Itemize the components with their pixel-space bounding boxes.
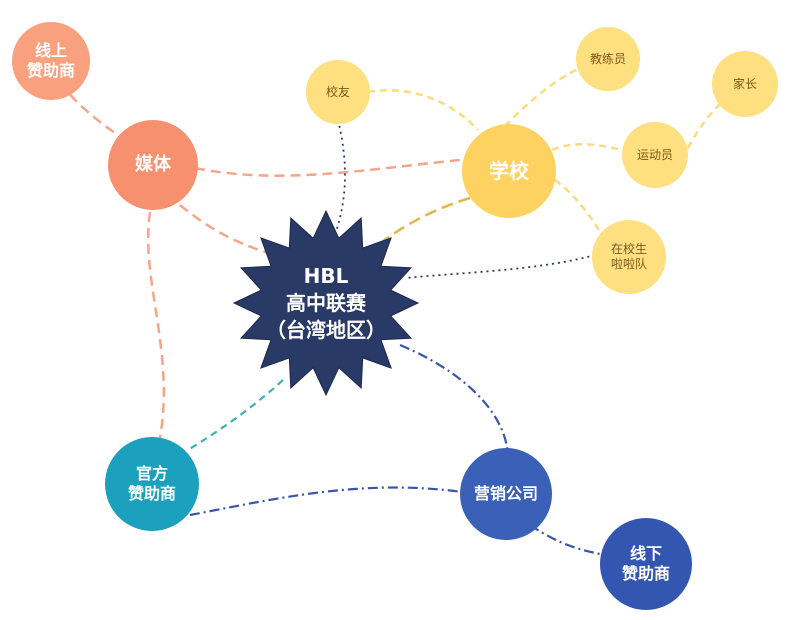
node-cheerleader: 在校生 啦啦队 — [592, 220, 666, 294]
node-school-label: 学校 — [489, 158, 529, 183]
hub-star — [232, 209, 420, 397]
node-offline-sponsor: 线下 赞助商 — [600, 518, 692, 610]
node-media-label: 媒体 — [135, 153, 171, 175]
node-athlete: 运动员 — [622, 122, 688, 188]
link-school-cheerleader — [554, 179, 602, 233]
node-athlete-label: 运动员 — [636, 147, 673, 162]
link-alumni-hub — [334, 119, 346, 236]
node-alumni: 校友 — [306, 60, 370, 124]
node-coach: 教练员 — [576, 27, 640, 91]
node-alumni-label: 校友 — [325, 84, 350, 99]
node-offline-sponsor-label: 线下 赞助商 — [621, 544, 670, 583]
node-online-sponsor: 线上 赞助商 — [12, 22, 90, 100]
link-school-athlete — [551, 142, 623, 152]
hub-label: HBL 高中联赛 （台湾地区） — [266, 263, 386, 342]
link-online-sponsor-media — [58, 81, 141, 152]
node-media: 媒体 — [108, 120, 198, 210]
link-athlete-parent — [686, 101, 723, 149]
link-school-coach — [504, 66, 581, 127]
link-media-hub — [179, 204, 276, 257]
link-official-sponsor-marketing — [189, 486, 463, 517]
link-media-official-sponsor — [146, 211, 166, 439]
link-media-school — [194, 158, 461, 177]
node-cheerleader-label: 在校生 啦啦队 — [610, 242, 647, 271]
link-cheerleader-hub — [404, 254, 596, 279]
node-official-sponsor-label: 官方 赞助商 — [127, 464, 176, 503]
node-parent-label: 家长 — [732, 76, 757, 91]
link-hub-marketing — [399, 343, 510, 456]
node-coach-label: 教练员 — [589, 51, 626, 66]
node-marketing: 营销公司 — [460, 448, 552, 540]
node-online-sponsor-label: 线上 赞助商 — [26, 41, 75, 80]
link-hub-official-sponsor — [187, 379, 284, 451]
node-parent: 家长 — [712, 51, 778, 117]
link-alumni-school — [367, 89, 479, 131]
node-marketing-label: 营销公司 — [473, 484, 538, 503]
node-school: 学校 — [462, 124, 556, 218]
link-marketing-offline-sponsor — [529, 524, 606, 557]
node-official-sponsor: 官方 赞助商 — [105, 437, 199, 531]
